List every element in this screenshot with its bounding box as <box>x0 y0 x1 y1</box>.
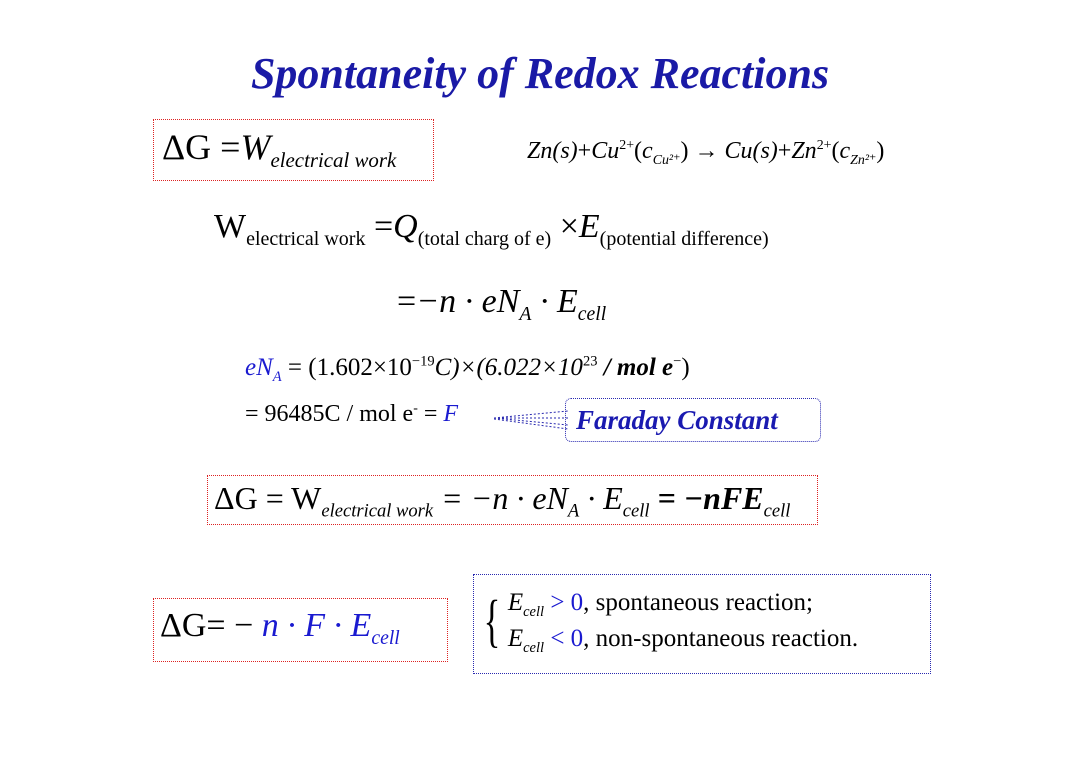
avogadro-sub: A <box>519 302 532 325</box>
delta-g-symbol: ΔG <box>162 127 212 167</box>
non-spontaneous-text: , non-spontaneous reaction. <box>583 625 859 652</box>
spontaneous-text: , spontaneous reaction; <box>583 589 813 616</box>
faraday-constant-callout: Faraday Constant <box>565 398 821 442</box>
cu-solid: Cu(s) <box>724 138 778 164</box>
cell-sub: cell <box>622 500 650 522</box>
neNa-ecell-equation: =−n · eNA · Ecell <box>397 283 606 324</box>
redox-reaction: Zn(s)+Cu2+((ccCu²⁺) → Cu(s)+Zn2+((ccZn²⁺… <box>527 138 885 168</box>
faraday-number: = 96485C / mol e <box>245 401 414 427</box>
delta-g-w: ΔG = W <box>214 480 322 516</box>
case-non-spontaneous: Ecell < 0, non-spontaneous reaction. <box>507 625 859 656</box>
case-spontaneous: Ecell > 0, spontaneous reaction; <box>507 589 813 620</box>
delta-g-work-equation: ΔG =Welectrical work <box>162 126 396 171</box>
delta-g-minus: ΔG= − <box>160 607 262 644</box>
faraday-calculation: eNA = (1.602×10−19C)×(6.022×1023 / mol e… <box>245 353 690 385</box>
exponent-neg19: −19 <box>411 353 435 370</box>
avogadro-sub: A <box>272 369 282 385</box>
condition-positive: > 0 <box>544 589 584 616</box>
avogadro-sub: A <box>567 500 580 522</box>
per-mol-e: / mol e <box>597 354 674 381</box>
f-symbol: F <box>443 401 459 427</box>
arrow-icon: → <box>694 138 719 164</box>
nFE-term: = −nFE <box>649 480 764 516</box>
electrical-work-definition: Welectrical work =Q(total charg of e) ×E… <box>214 208 769 249</box>
paren-close: ) <box>681 354 690 381</box>
delta-g-nfe-box: ΔG= − n · F · Ecell <box>153 598 448 662</box>
faraday-value: = 96485C / mol e- = F <box>245 401 458 428</box>
electron-sup: - <box>413 401 418 416</box>
n-eNa-term: = −n · eN <box>433 480 568 516</box>
paren-close: ) <box>876 138 885 164</box>
cell-sub: cell <box>763 500 791 522</box>
zn-ion: Zn <box>791 138 817 164</box>
spontaneity-criteria-box: { Ecell > 0, spontaneous reaction; Ecell… <box>473 574 931 674</box>
ecell-term: · E <box>531 283 578 320</box>
left-brace-icon: { <box>483 588 501 653</box>
exponent-23: 23 <box>582 353 598 370</box>
zn-conc-sub: Zn²⁺ <box>850 152 877 168</box>
w-subscript: electrical work <box>321 500 434 522</box>
eNa-term: eN <box>245 354 273 381</box>
equals-sign: = <box>417 401 444 427</box>
condition-negative: < 0 <box>544 625 584 652</box>
equals-sign: = <box>220 127 241 167</box>
slide-title: Spontaneity of Redox Reactions <box>250 49 830 98</box>
ecell-term: · E <box>579 480 623 516</box>
q-symbol: Q <box>393 208 418 245</box>
e-subscript: (potential difference) <box>599 227 769 250</box>
electron-charge-sup: − <box>673 353 682 370</box>
delta-g-nfe-equation: ΔG= − n · F · Ecell <box>160 607 400 648</box>
cu-charge: 2+ <box>619 138 635 153</box>
times-sign: × <box>559 208 579 245</box>
e-symbol: E <box>578 208 600 245</box>
plus-sign: + <box>777 138 792 164</box>
cu-ion: Cu <box>591 138 620 164</box>
q-subscript: (total charg of e) <box>417 227 552 250</box>
cell-sub: cell <box>371 626 400 649</box>
charge-value: = (1.602×10 <box>281 354 412 381</box>
delta-g-full-derivation-box: ΔG = Welectrical work = −n · eNA · Ecell… <box>207 475 818 525</box>
n-eNa-term: −n · eN <box>416 283 520 320</box>
delta-g-work-box: ΔG =Welectrical work <box>153 119 434 181</box>
paren-close: ) <box>680 138 689 164</box>
w-symbol: W <box>214 208 247 245</box>
w-symbol: W <box>240 127 271 167</box>
delta-g-full-derivation: ΔG = Welectrical work = −n · eNA · Ecell… <box>214 480 790 520</box>
equals-sign: = <box>397 283 417 320</box>
w-subscript: electrical work <box>270 148 397 173</box>
nFE-term: n · F · E <box>261 607 372 644</box>
plus-sign: + <box>577 138 592 164</box>
cell-sub: cell <box>577 302 607 325</box>
avogadro-value: C)×(6.022×10 <box>434 354 583 381</box>
equals-sign: = <box>373 208 394 245</box>
w-subscript: electrical work <box>246 227 366 250</box>
cu-conc-sub: Cu²⁺ <box>652 152 681 168</box>
zn-charge: 2+ <box>816 138 832 153</box>
spontaneity-cases: Ecell > 0, spontaneous reaction; Ecell <… <box>508 585 858 657</box>
callout-pointer <box>494 410 569 430</box>
zn-solid: Zn(s) <box>527 138 578 164</box>
